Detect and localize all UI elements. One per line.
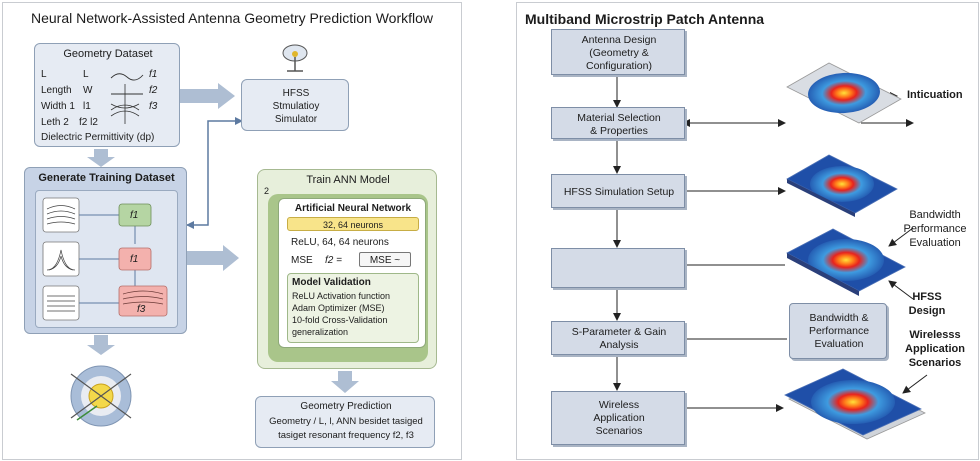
generate-training-box: Generate Training Dataset [24,167,187,334]
label-bandwidth-2: Evaluation [909,237,961,249]
dataset-row-1-a: Length [41,85,72,96]
arrow-dataset-down [87,149,115,167]
patch-1 [786,62,902,124]
left-panel-title: Neural Network-Assisted Antenna Geometry… [30,10,433,26]
dataset-row-3-a: Leth 2 [41,117,69,128]
dataset-row-0-f: f1 [149,69,158,80]
ann-mse-box: MSE ~ [359,252,411,267]
ann-relu: ReLU, 64, 64 neurons [291,237,389,248]
validation-line-2: 10-fold Cross-Validation [292,315,388,325]
step-material-selection: Material Selection & Properties [551,107,685,139]
dataset-row-2-b: l1 [83,101,91,112]
generate-f1-box [118,203,152,227]
validation-title: Model Validation [292,277,371,288]
right-panel: Multiband Microstrip Patch Antenna [516,2,979,460]
patch-2 [786,154,898,217]
label-hfss-design-0: HFSS [912,291,942,303]
arrow-dataset-to-hfss [180,83,235,109]
step-4-line-1: Analysis [599,339,639,351]
step-5-line-1: Application [593,412,645,424]
dataset-row-3-b: f2 l2 [79,117,98,128]
target-disc-icon [63,358,139,434]
arrow-generate-down [87,335,115,355]
validation-line-1: Adam Optimizer (MSE) [292,303,385,313]
validation-line-3: generalization [292,327,349,337]
bandwidth-box-line-0: Bandwidth & [809,312,869,324]
train-ann-box: Train ANN Model 2 Artificial Neural Netw… [257,169,437,369]
ann-mse-label: MSE [291,255,313,266]
bandwidth-box-line-1: Performance [808,325,870,337]
generate-f-label-1: f1 [130,254,139,265]
ann-mse-eq: f2 = [325,255,342,266]
label-wireless-2: Scenarios [908,357,962,369]
step-1-line-1: & Properties [590,125,648,137]
dataset-row-1-b: W [83,85,93,96]
arrow-train-down [331,371,359,393]
bandwidth-box-line-2: Evaluation [814,338,864,350]
left-arrows-layer [87,83,359,393]
label-hfss-design-1: Design [908,305,946,317]
prediction-line2: tasiget resonant frequency f2, f3 [278,430,414,441]
generate-f-label-2: f3 [137,304,146,315]
dataset-row-0-b: L [83,69,89,80]
arrow-generate-to-train [187,245,239,271]
step-antenna-design: Antenna Design (Geometry & Configuration… [551,29,685,75]
geometry-prediction-box: Geometry Prediction Geometry / L, l, ANN… [255,396,435,448]
geometry-dataset-box: Geometry Dataset L L f1 Length W f2 Widt… [34,43,180,147]
step-1-line-0: Material Selection [577,112,661,124]
right-panel-title: Multiband Microstrip Patch Antenna [525,11,765,27]
generate-f1b-box [118,247,152,271]
prediction-title: Geometry Prediction [300,401,392,412]
label-wireless-1: Application [905,343,965,355]
patch-3 [786,228,906,296]
step-5-line-2: Scenarios [595,425,643,437]
dataset-row-2-a: Width 1 [41,101,75,112]
feedback-line [186,120,235,226]
prediction-line1: Geometry / L, l, ANN besidet tasiged [269,416,423,427]
step-0-line-2: Configuration) [586,60,652,72]
ann-neurons: 32, 64 neurons [287,217,419,231]
validation-box: Model Validation ReLU Activation functio… [287,273,419,343]
right-connectors [613,62,928,440]
dataset-footer: Dielectric Permittivity (dp) [41,132,155,143]
left-panel: Neural Network-Assisted Antenna Geometry… [2,2,462,460]
generate-title: Generate Training Dataset [38,172,175,184]
generate-f3-box [118,285,168,317]
generate-graphics [42,197,168,321]
label-bandwidth-1: Performance [903,223,967,235]
generate-f-label-0: f1 [130,210,139,221]
validation-line-0: ReLU Activation function [292,291,391,301]
hfss-dish-icon [275,41,315,77]
ann-title: Artificial Neural Network [294,203,412,214]
step-0-line-0: Antenna Design [581,34,657,46]
dataset-title: Geometry Dataset [63,48,153,60]
dataset-row-0-a: L [41,69,47,80]
step-wireless-scenarios: Wireless Application Scenarios [551,391,685,445]
hfss-line1: HFSS [282,88,310,99]
label-inticuation: Inticuation [907,89,963,101]
step-empty [551,248,685,288]
step-2-line-0: HFSS Simulation Setup [563,186,675,198]
step-hfss-setup: HFSS Simulation Setup [551,174,685,208]
hfss-line3: Simulator [274,114,318,125]
dataset-row-2-f: f3 [149,101,158,112]
bandwidth-performance-box: Bandwidth & Performance Evaluation [789,303,887,359]
step-4-line-0: S-Parameter & Gain [571,326,667,338]
ann-panel: Artificial Neural Network 32, 64 neurons… [278,198,426,348]
dataset-curves-icon [110,73,144,124]
hfss-line2: Stmulatioy [272,101,320,112]
step-5-line-0: Wireless [598,399,640,411]
label-wireless-0: Wirelesss [909,329,961,341]
step-s-parameter: S-Parameter & Gain Analysis [551,321,685,355]
hfss-simulator-box: HFSS Stmulatioy Simulator [241,79,349,131]
patch-4 [784,368,926,440]
train-title: Train ANN Model [306,174,390,186]
label-bandwidth-0: Bandwidth [909,209,961,221]
train-marker: 2 [264,186,270,196]
dataset-row-1-f: f2 [149,85,158,96]
step-0-line-1: (Geometry & [589,47,649,59]
